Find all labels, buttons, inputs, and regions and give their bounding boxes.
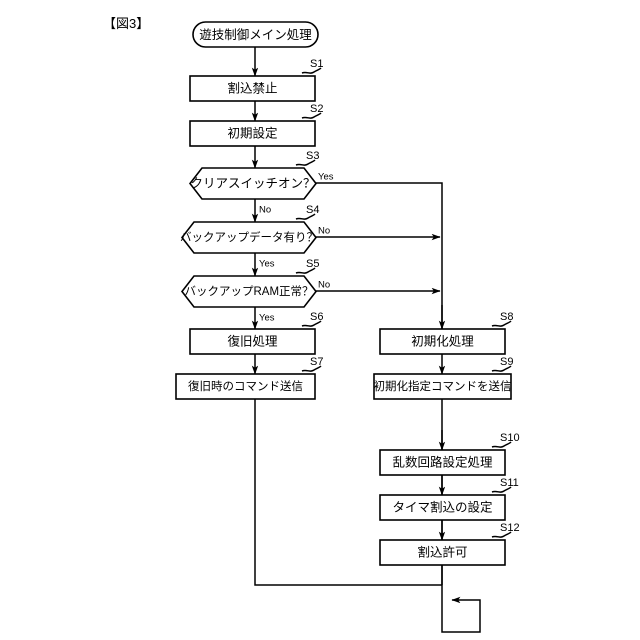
step-label-s8-text: S8: [500, 311, 513, 323]
step-label-s10: S10: [491, 432, 520, 448]
branch-label-s5-yes: Yes: [259, 313, 275, 324]
step-label-s2-text: S2: [310, 103, 323, 115]
step-label-s2: S2: [301, 103, 323, 119]
leader-s9: [491, 365, 512, 372]
edge-s12-loopback: [441, 565, 481, 633]
step-label-s5-text: S5: [306, 258, 319, 270]
step-label-s3-text: S3: [306, 150, 319, 162]
node-s5-shape: [180, 275, 318, 308]
node-s2-label: 初期設定: [227, 125, 277, 140]
step-label-s8: S8: [491, 311, 513, 327]
node-s6[interactable]: 復旧処理: [189, 328, 316, 355]
node-s4-shape: [180, 221, 318, 254]
leader-s7: [301, 365, 322, 372]
leader-s10: [491, 441, 512, 448]
leader-s4: [295, 213, 316, 220]
node-s12-shape: [379, 539, 506, 566]
node-s10-shape: [379, 449, 506, 476]
node-s8-label: 初期化処理: [411, 334, 474, 348]
leader-s6: [301, 320, 322, 327]
step-label-s7-text: S7: [310, 356, 323, 368]
branch-label-s3-no: No: [259, 205, 271, 216]
leader-s8: [491, 320, 512, 327]
leader-s11: [491, 486, 512, 493]
node-s3-label: クリアスイッチオン？: [190, 176, 315, 190]
step-label-s6: S6: [301, 311, 323, 327]
step-label-s4: S4: [295, 204, 319, 220]
node-s1-label: 割込禁止: [227, 80, 277, 95]
node-s7[interactable]: 復旧時のコマンド送信: [175, 373, 316, 400]
step-label-s3: S3: [295, 150, 319, 166]
step-label-s4-text: S4: [306, 204, 319, 216]
node-s11[interactable]: タイマ割込の設定: [379, 494, 506, 521]
leader-s3: [295, 159, 316, 166]
node-s4[interactable]: バックアップデータ有り？: [180, 221, 318, 254]
node-s5-label: バックアップRAM正常？: [184, 285, 313, 298]
node-s10-label: 乱数回路設定処理: [392, 454, 493, 469]
node-s6-shape: [189, 328, 316, 355]
edge-s7-to-merge: [254, 399, 442, 586]
node-s11-label: タイマ割込の設定: [392, 499, 492, 514]
step-label-s12-text: S12: [500, 522, 520, 534]
node-s1-shape: [189, 75, 316, 102]
step-label-s5: S5: [295, 258, 319, 274]
edges-layer: [251, 47, 481, 633]
leader-s2: [301, 112, 322, 119]
step-label-s11-text: S11: [500, 477, 519, 489]
node-start-shape: [192, 21, 319, 48]
branch-label-s4-no: No: [318, 226, 330, 237]
node-start[interactable]: 遊技制御メイン処理: [192, 21, 319, 48]
node-s8-shape: [379, 328, 506, 355]
node-s12[interactable]: 割込許可: [379, 539, 506, 566]
step-label-s9-text: S9: [500, 356, 513, 368]
node-s8[interactable]: 初期化処理: [379, 328, 506, 355]
step-label-s12: S12: [491, 522, 520, 538]
node-s6-label: 復旧処理: [227, 333, 278, 348]
node-s9-label: 初期化指定コマンドを送信: [374, 379, 512, 393]
node-s1[interactable]: 割込禁止: [189, 75, 316, 102]
leader-s1: [301, 67, 322, 74]
node-s3[interactable]: クリアスイッチオン？: [188, 167, 318, 200]
branch-label-s5-no: No: [318, 280, 330, 291]
step-label-s1-text: S1: [310, 58, 323, 70]
step-label-s9: S9: [491, 356, 513, 372]
branch-label-s3-yes: Yes: [318, 172, 334, 183]
node-s10[interactable]: 乱数回路設定処理: [379, 449, 506, 476]
node-s9[interactable]: 初期化指定コマンドを送信: [373, 373, 512, 400]
node-s12-label: 割込許可: [417, 544, 467, 559]
node-s3-shape: [188, 167, 318, 200]
edge-s3-yes-to-rail: [316, 182, 443, 329]
leader-s5: [295, 267, 316, 274]
node-s2-shape: [189, 120, 316, 147]
leader-s12: [491, 531, 512, 538]
step-label-s6-text: S6: [310, 311, 323, 323]
node-s5[interactable]: バックアップRAM正常？: [180, 275, 318, 308]
figure-title: 【図3】: [103, 16, 150, 31]
node-s2[interactable]: 初期設定: [189, 120, 316, 147]
node-s7-shape: [175, 373, 316, 400]
node-s11-shape: [379, 494, 506, 521]
node-s9-shape: [373, 373, 512, 400]
branch-label-s4-yes: Yes: [259, 259, 275, 270]
node-s4-label: バックアップデータ有り？: [180, 230, 318, 244]
step-label-s11: S11: [491, 477, 519, 493]
node-start-label: 遊技制御メイン処理: [199, 27, 312, 42]
step-label-s7: S7: [301, 356, 323, 372]
step-label-s1: S1: [301, 58, 323, 74]
step-label-s10-text: S10: [500, 432, 520, 444]
node-s7-label: 復旧時のコマンド送信: [188, 379, 303, 393]
